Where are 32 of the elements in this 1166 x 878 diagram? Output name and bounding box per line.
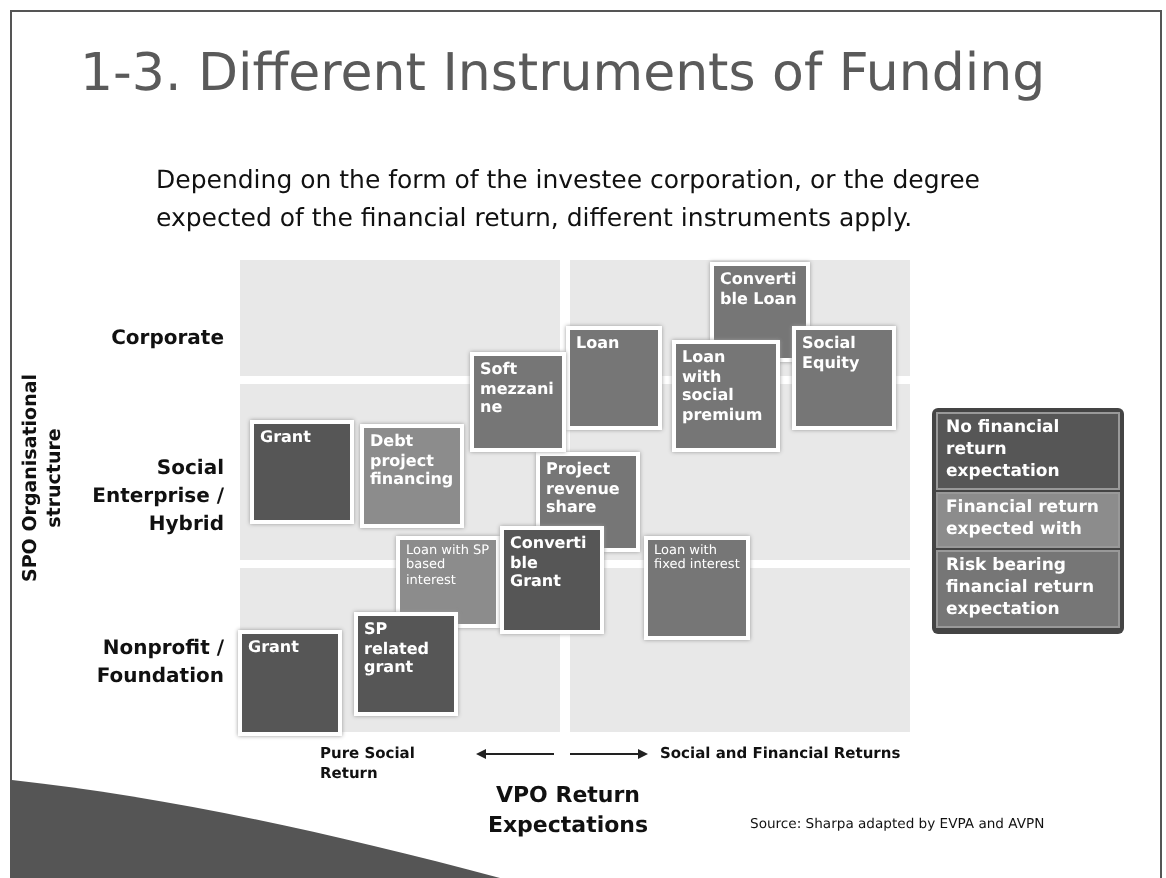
- legend-label: Risk bearing financial return expectation: [946, 556, 1097, 622]
- legend-label: No financial return expectation: [946, 418, 1062, 484]
- instrument-box: [566, 326, 662, 430]
- instrument-box: [644, 536, 750, 640]
- instrument-label: Social Equity: [802, 334, 862, 373]
- instrument-label: Soft mezzanine: [480, 360, 556, 418]
- legend-label: Financial return expected with: [946, 498, 1101, 542]
- slide-title: 1-3. Different Instruments of Funding: [80, 44, 1046, 104]
- row-label: Corporate: [109, 328, 224, 350]
- instrument-box: [360, 424, 464, 528]
- instrument-box: [238, 630, 342, 736]
- instrument-label: Project revenue share: [546, 460, 622, 518]
- instrument-label: Loan: [576, 334, 622, 354]
- instrument-label: Convertible Loan: [720, 270, 799, 309]
- row-label: Nonprofit / Foundation: [94, 636, 224, 692]
- axis-title: VPO Return Expectations: [485, 780, 651, 840]
- instrument-label: Debt project financing: [370, 432, 454, 490]
- instrument-box: [354, 612, 458, 716]
- subtitle-text: Depending on the form of the investee corporation, or the degree expected of the financial return, different instruments apply.: [156, 162, 982, 236]
- instrument-label: Grant: [248, 638, 301, 658]
- instrument-label: SP related grant: [364, 620, 431, 678]
- instrument-box: [470, 352, 566, 452]
- instrument-label: Loan with social premium: [682, 348, 765, 425]
- instrument-box: [500, 526, 604, 634]
- instrument-label: Grant: [260, 428, 313, 448]
- instrument-box: [792, 326, 896, 430]
- axis-title: SPO Organisational structure: [20, 372, 68, 586]
- row-label: Social Enterprise / Hybrid: [90, 456, 224, 540]
- instrument-box: [396, 536, 500, 628]
- instrument-box: [250, 420, 354, 524]
- instrument-box: [672, 340, 780, 452]
- instrument-label: Convertible Grant: [510, 534, 589, 592]
